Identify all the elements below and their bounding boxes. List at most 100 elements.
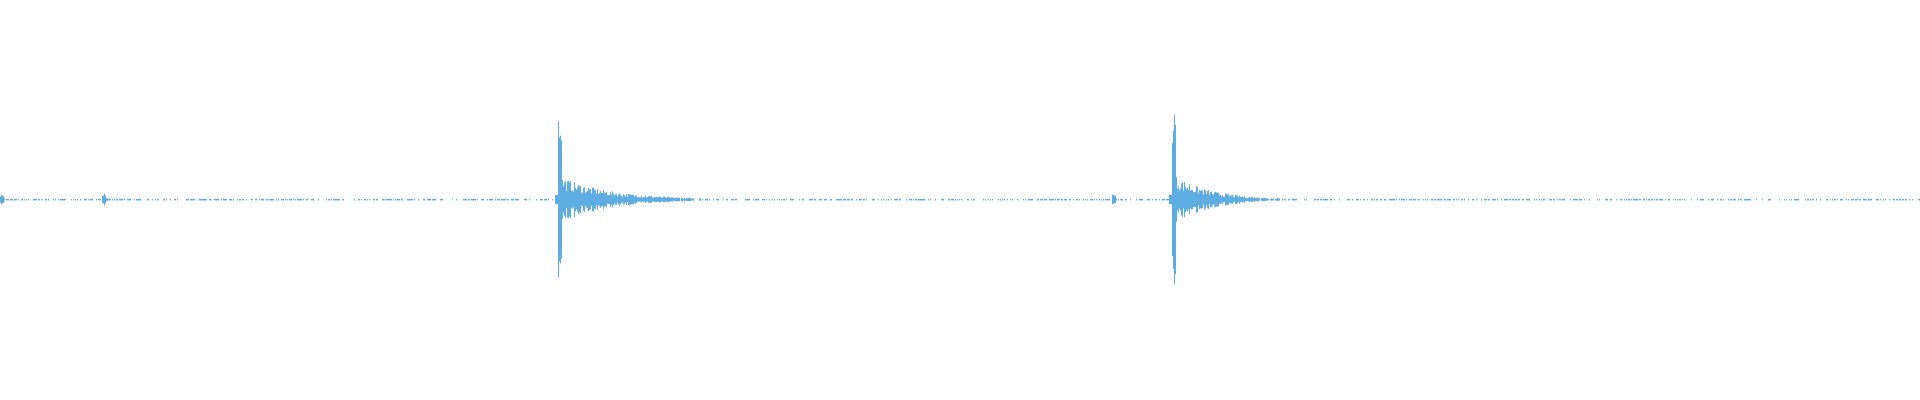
waveform-sample (613, 193, 614, 206)
waveform-sample (718, 198, 719, 201)
waveform-sample (259, 198, 260, 201)
waveform-sample (1871, 198, 1872, 201)
waveform-sample (358, 198, 359, 201)
waveform-sample (1142, 198, 1143, 201)
waveform-sample (1423, 198, 1424, 201)
waveform-sample (477, 198, 478, 201)
waveform-sample (572, 190, 573, 209)
waveform-sample (1166, 198, 1167, 201)
waveform-sample (1092, 198, 1093, 201)
waveform-sample (707, 198, 708, 201)
waveform-sample (1045, 198, 1046, 201)
waveform-sample (557, 195, 558, 204)
waveform-sample (281, 198, 282, 201)
waveform-sample (1769, 198, 1770, 201)
waveform-sample (1640, 198, 1641, 201)
waveform-sample (1554, 198, 1555, 201)
waveform-sample (1414, 198, 1415, 201)
waveform-sample (1473, 198, 1474, 201)
waveform-sample (1090, 198, 1091, 201)
waveform-sample (583, 188, 584, 211)
waveform-sample (1256, 198, 1257, 201)
waveform-sample (1028, 198, 1029, 201)
waveform-sample (565, 181, 566, 218)
waveform-sample (755, 198, 756, 201)
waveform-sample (1334, 198, 1335, 201)
waveform-sample (33, 198, 34, 201)
waveform-sample (595, 189, 596, 210)
waveform-sample (1713, 198, 1714, 201)
waveform-sample (1795, 198, 1796, 201)
waveform-sample (295, 198, 296, 201)
waveform-sample (1049, 198, 1050, 201)
waveform-sample (7, 198, 8, 201)
waveform-sample (699, 198, 700, 201)
waveform-sample (1094, 198, 1095, 201)
waveform-sample (546, 198, 547, 201)
waveform-sample (571, 191, 572, 208)
waveform-sample (193, 198, 194, 201)
waveform-sample (983, 198, 984, 201)
waveform-sample (1234, 197, 1235, 202)
waveform-sample (367, 198, 368, 201)
waveform-sample (1259, 198, 1260, 201)
waveform-sample (1112, 194, 1113, 205)
waveform-sample (1148, 198, 1149, 201)
waveform-sample (910, 198, 911, 201)
waveform-sample (512, 198, 513, 201)
waveform-sample (1918, 198, 1919, 201)
waveform-sample (502, 198, 503, 201)
waveform-sample (623, 194, 624, 205)
waveform-sample (1381, 198, 1382, 201)
waveform-sample (831, 198, 832, 201)
waveform-sample (856, 198, 857, 201)
waveform-sample (85, 198, 86, 201)
waveform-sample (430, 198, 431, 201)
waveform-sample (1182, 181, 1183, 218)
waveform-sample (112, 198, 113, 201)
waveform-sample (1172, 143, 1173, 256)
waveform-sample (1513, 198, 1514, 201)
waveform-sample (1464, 198, 1465, 201)
waveform-sample (1534, 198, 1535, 201)
waveform-sample (1826, 198, 1827, 201)
waveform-sample (1159, 198, 1160, 201)
waveform-sample (1402, 198, 1403, 201)
waveform-sample (692, 198, 693, 201)
waveform-sample (442, 198, 443, 201)
waveform-sample (1484, 198, 1485, 201)
waveform-sample (567, 181, 568, 218)
waveform-sample (1495, 198, 1496, 201)
waveform-sample (1025, 198, 1026, 201)
waveform-sample (240, 198, 241, 201)
waveform-sample (748, 198, 749, 201)
waveform-sample (1227, 194, 1228, 205)
waveform-sample (1570, 198, 1571, 201)
waveform-sample (872, 198, 873, 201)
waveform-sample (1805, 198, 1806, 201)
waveform-sample (1626, 198, 1627, 201)
waveform-sample (605, 192, 606, 207)
waveform-sample (681, 197, 682, 202)
waveform-sample (1251, 197, 1252, 202)
waveform-sample (1486, 198, 1487, 201)
waveform-sample (1314, 198, 1315, 201)
waveform-sample (1712, 198, 1713, 201)
waveform-sample (229, 198, 230, 201)
waveform-sample (1657, 198, 1658, 201)
waveform-sample (489, 198, 490, 201)
waveform-sample (188, 198, 189, 201)
waveform-sample (291, 198, 292, 201)
waveform-sample (957, 198, 958, 201)
waveform-sample (92, 198, 93, 201)
waveform-sample (1000, 198, 1001, 201)
waveform-sample (526, 198, 527, 201)
waveform-sample (428, 198, 429, 201)
waveform-sample (628, 193, 629, 206)
waveform-sample (924, 198, 925, 201)
waveform-sample (1099, 198, 1100, 201)
waveform-sample (210, 198, 211, 201)
waveform-sample (481, 198, 482, 201)
waveform-sample (1396, 198, 1397, 201)
waveform-sample (838, 198, 839, 201)
